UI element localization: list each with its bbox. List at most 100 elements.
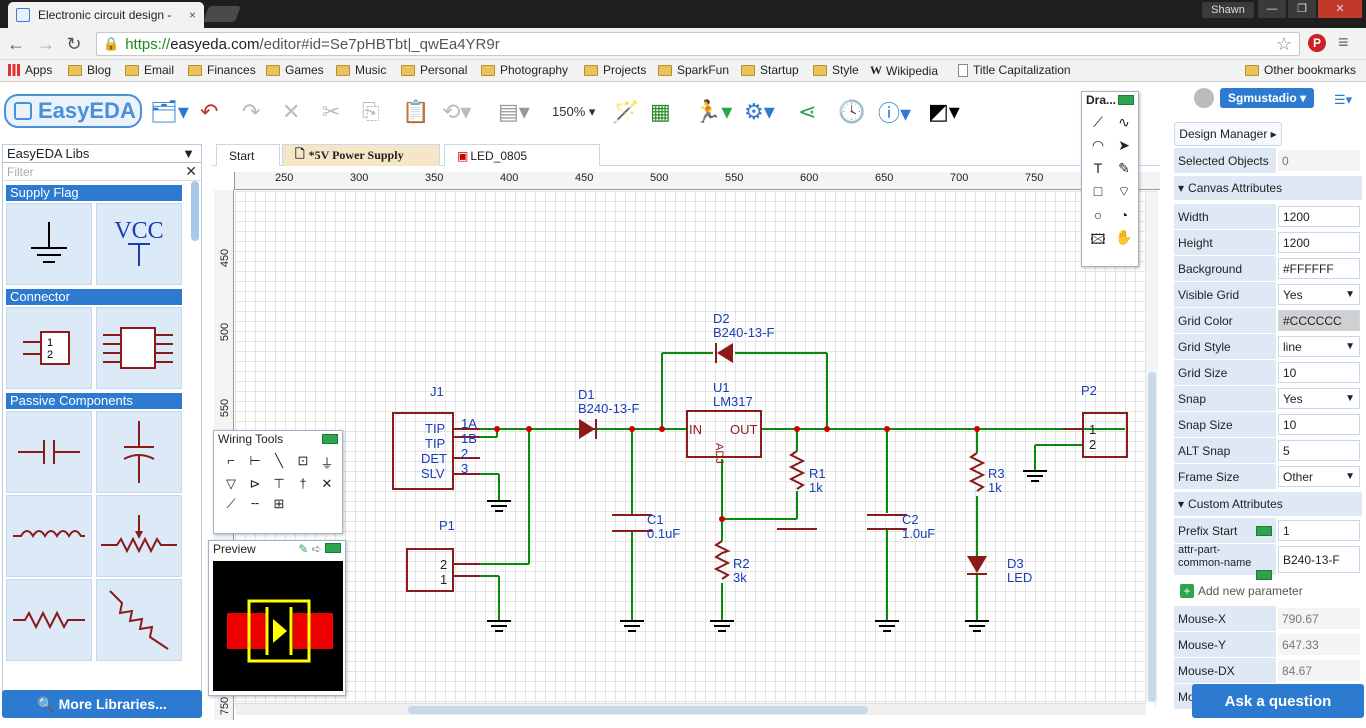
minimize-panel-button[interactable] xyxy=(322,434,338,444)
voltage-probe-icon[interactable]: ⟋ xyxy=(220,496,242,512)
history-icon[interactable]: 🕓 xyxy=(838,98,865,126)
bus-entry-icon[interactable]: ╲ xyxy=(268,453,290,472)
part-capacitor[interactable] xyxy=(6,411,92,493)
minimize-icon[interactable]: — xyxy=(1258,0,1286,18)
category-supply-flag[interactable]: Supply Flag xyxy=(6,185,182,201)
panel-menu-icon[interactable]: ☰▾ xyxy=(1334,92,1352,108)
bookmark-personal[interactable]: Personal xyxy=(401,63,467,77)
bookmark-music[interactable]: Music xyxy=(336,63,386,77)
part-capacitor-polar[interactable] xyxy=(96,411,182,493)
category-passive[interactable]: Passive Components xyxy=(6,393,182,409)
group-icon[interactable]: ⊞ xyxy=(268,496,290,512)
pinterest-icon[interactable]: P xyxy=(1308,34,1326,52)
address-bar[interactable]: 🔒 https:// easyeda.com /editor#id=Se7pHB… xyxy=(96,32,1300,56)
forward-icon[interactable]: ➪ xyxy=(312,542,322,556)
tab-close-icon[interactable]: × xyxy=(189,8,196,22)
minimize-panel-button[interactable] xyxy=(325,543,341,553)
theme-icon[interactable]: ◩▾ xyxy=(928,98,960,126)
plus5v-icon[interactable]: † xyxy=(292,476,314,492)
paste-icon[interactable]: 📋 xyxy=(402,98,429,126)
user-menu[interactable]: Sgmustadio ▾ xyxy=(1194,88,1314,108)
bookmark-sparkfun[interactable]: SparkFun xyxy=(658,63,729,77)
bookmark-email[interactable]: Email xyxy=(125,63,174,77)
filter-input[interactable]: Filter✕ xyxy=(3,163,201,181)
browser-tab[interactable]: Electronic circuit design - × xyxy=(8,2,204,28)
no-connect-icon[interactable]: ✕ xyxy=(316,476,338,492)
bookmark-startup[interactable]: Startup xyxy=(741,63,799,77)
bookmark-finances[interactable]: Finances xyxy=(188,63,256,77)
ground-icon[interactable]: ⏚ xyxy=(316,453,338,472)
tab-start[interactable]: Start xyxy=(216,144,280,166)
netlabel-icon[interactable]: ⊡ xyxy=(292,453,314,472)
part-inductor[interactable] xyxy=(6,495,92,577)
cut-icon[interactable]: ✂ xyxy=(322,98,340,126)
more-libraries-button[interactable]: 🔍More Libraries... xyxy=(2,690,202,718)
toggle-visibility-button[interactable] xyxy=(1256,570,1272,580)
part-potentiometer[interactable] xyxy=(96,495,182,577)
netport-icon[interactable]: ▽ xyxy=(220,476,242,492)
part-ground[interactable] xyxy=(6,203,92,285)
text-icon[interactable]: T xyxy=(1086,160,1110,177)
delete-icon[interactable]: ✕ xyxy=(282,98,300,126)
reload-icon[interactable]: ↻ xyxy=(64,34,84,55)
pan-icon[interactable]: ✋ xyxy=(1112,229,1136,253)
bookmark-games[interactable]: Games xyxy=(266,63,324,77)
align-icon[interactable]: ▤▾ xyxy=(498,98,530,126)
freehand-icon[interactable]: ✎ xyxy=(1112,160,1136,177)
simulate-icon[interactable]: 🏃▾ xyxy=(694,98,732,126)
arc-icon[interactable]: ◠ xyxy=(1086,137,1110,154)
bookmark-photography[interactable]: Photography xyxy=(481,63,568,77)
bus-icon[interactable]: ⊢ xyxy=(244,453,266,472)
pin-icon[interactable]: ╌ xyxy=(244,496,266,512)
wire-icon[interactable]: ⌐ xyxy=(220,453,242,472)
pcb-icon[interactable]: ▦ xyxy=(650,98,671,126)
ask-question-button[interactable]: Ask a question xyxy=(1192,684,1364,718)
other-bookmarks[interactable]: Other bookmarks xyxy=(1245,63,1356,77)
netflag-icon[interactable]: ⊳ xyxy=(244,476,266,492)
canvas-vscrollbar[interactable] xyxy=(1146,192,1158,702)
part-resistor[interactable] xyxy=(6,579,92,661)
tab-5v-power-supply[interactable]: 🗋*5V Power Supply xyxy=(282,144,440,166)
bookmark-star-icon[interactable]: ☆ xyxy=(1276,34,1292,55)
back-icon[interactable]: ← xyxy=(6,34,26,55)
bookmark-title-capitalization[interactable]: Title Capitalization xyxy=(958,63,1071,77)
custom-attributes-header[interactable]: ▾Custom Attributes xyxy=(1174,492,1362,516)
pie-icon[interactable]: ◔ xyxy=(1112,207,1136,223)
schematic-canvas[interactable]: J1 TIP TIP DET SLV 1A 1B 2 3 P1 2 1 P2 1… xyxy=(235,191,1158,708)
canvas-attributes-header[interactable]: ▾Canvas Attributes xyxy=(1174,176,1362,200)
polyline-icon[interactable]: ⟋ xyxy=(1086,114,1110,131)
forward-icon[interactable]: → xyxy=(36,34,56,55)
copy-icon[interactable]: ⎘ xyxy=(362,98,380,126)
bookmark-projects[interactable]: Projects xyxy=(584,63,646,77)
image-icon[interactable]: 🖾 xyxy=(1086,229,1110,253)
canvas-hscrollbar[interactable] xyxy=(236,703,1146,715)
browser-menu-icon[interactable]: ≡ xyxy=(1338,32,1349,53)
profile-button[interactable]: Shawn xyxy=(1202,2,1254,18)
undo-icon[interactable]: ↶ xyxy=(200,98,218,126)
rectangle-icon[interactable]: □ xyxy=(1086,183,1110,201)
clear-filter-icon[interactable]: ✕ xyxy=(185,163,197,180)
library-scrollbar[interactable] xyxy=(191,181,199,241)
part-vcc[interactable]: VCC xyxy=(96,203,182,285)
part-header-2[interactable]: 12 xyxy=(6,307,92,389)
design-manager-button[interactable]: Design Manager ▸ xyxy=(1174,122,1282,146)
new-tab-button[interactable] xyxy=(203,6,241,22)
bookmark-apps[interactable]: Apps xyxy=(8,63,52,77)
arrow-icon[interactable]: ➤ xyxy=(1112,137,1136,154)
settings-icon[interactable]: ⚙▾ xyxy=(744,98,775,126)
share-icon[interactable]: ⋖ xyxy=(798,98,816,126)
ellipse-icon[interactable]: ○ xyxy=(1086,207,1110,223)
zoom-select[interactable]: 150% ▾ xyxy=(552,104,595,120)
bookmark-wikipedia[interactable]: WWikipedia xyxy=(870,63,938,78)
close-window-icon[interactable]: ✕ xyxy=(1318,0,1362,18)
minimize-panel-button[interactable] xyxy=(1118,95,1134,105)
restore-icon[interactable]: ❐ xyxy=(1288,0,1316,18)
rotate-icon[interactable]: ⟲▾ xyxy=(442,98,471,126)
part-header-8[interactable] xyxy=(96,307,182,389)
toggle-visibility-button[interactable] xyxy=(1256,526,1272,536)
bookmark-blog[interactable]: Blog xyxy=(68,63,111,77)
add-parameter-button[interactable]: +Add new parameter xyxy=(1180,584,1303,598)
polygon-icon[interactable]: ⌔ xyxy=(1112,183,1136,201)
library-selector[interactable]: EasyEDA Libs▼ xyxy=(3,145,201,163)
redo-icon[interactable]: ↷ xyxy=(242,98,260,126)
